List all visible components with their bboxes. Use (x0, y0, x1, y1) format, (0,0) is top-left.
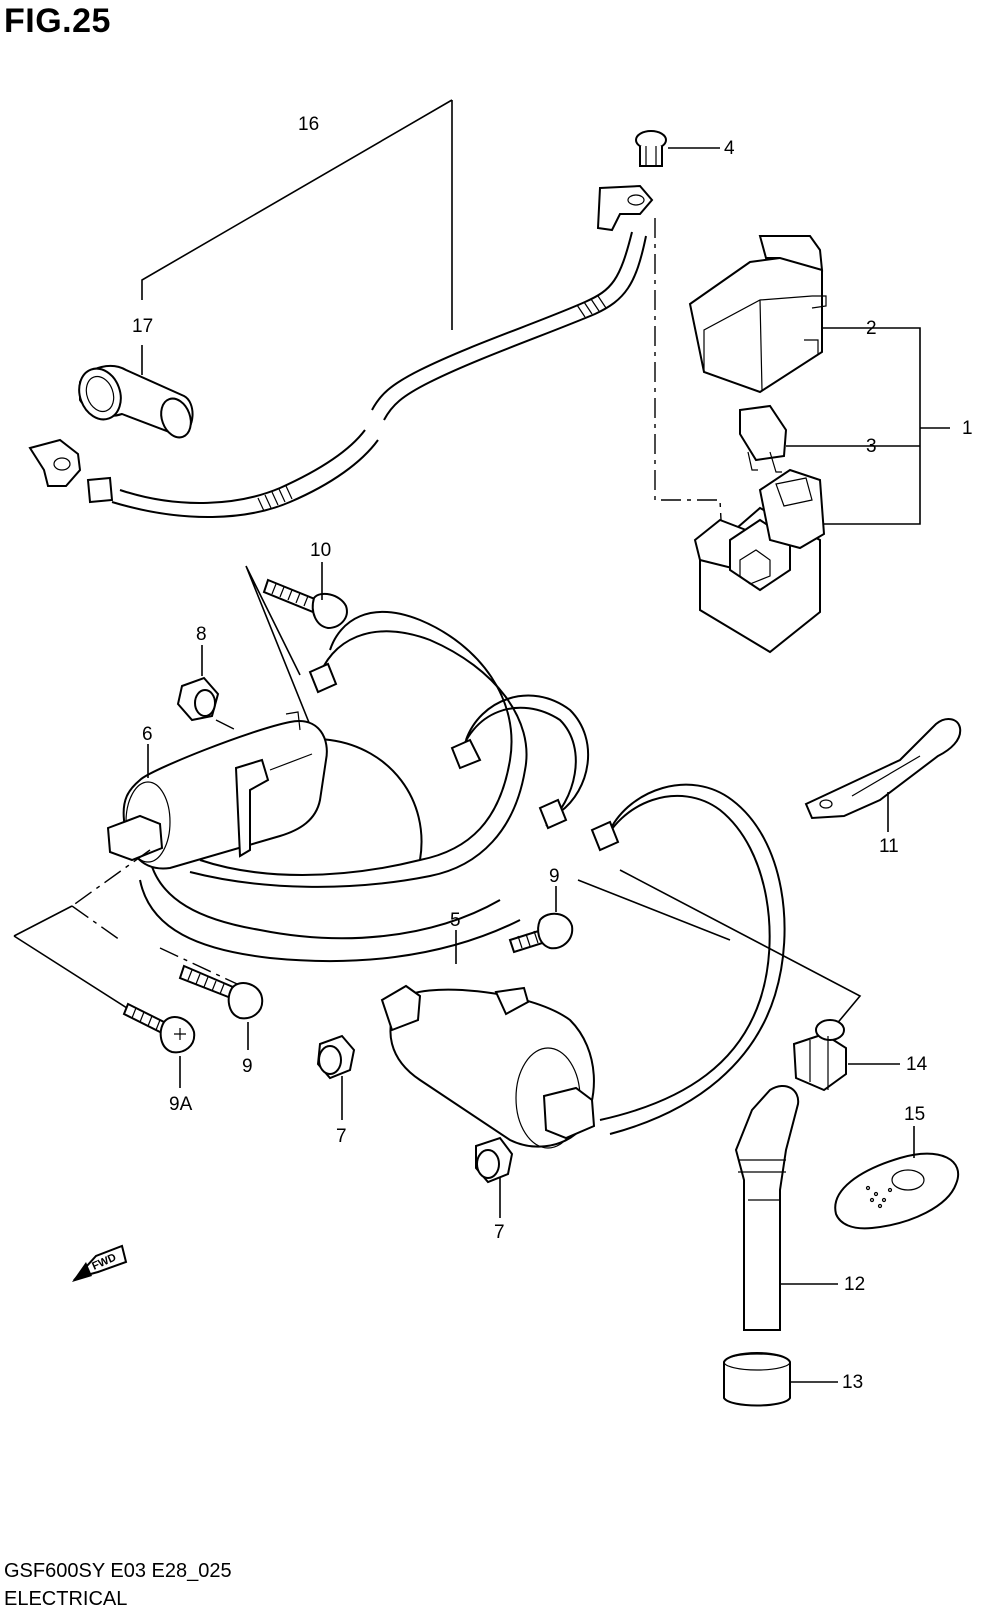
callout-6: 6 (142, 724, 153, 745)
callout-15: 15 (904, 1104, 925, 1125)
ignition-coil-wires[interactable] (139, 611, 786, 1135)
relay-cover[interactable] (688, 235, 827, 394)
section-name: ELECTRICAL (4, 1588, 128, 1610)
callout-3: 3 (866, 436, 877, 457)
bolt-4[interactable] (635, 130, 667, 167)
spacer-8[interactable] (176, 676, 220, 722)
battery-cable[interactable] (28, 184, 654, 518)
fuse[interactable] (739, 404, 788, 473)
callout-14: 14 (906, 1054, 928, 1075)
spark-plug-cover[interactable] (723, 1352, 791, 1407)
callout-10: 10 (310, 540, 331, 561)
callout-1: 1 (962, 418, 973, 439)
bolt-9-lower[interactable] (178, 964, 264, 1020)
starter-relay[interactable] (693, 468, 826, 654)
callout-11: 11 (879, 836, 899, 857)
ignition-coil-5[interactable] (380, 984, 596, 1149)
ignition-coil-6[interactable] (106, 711, 328, 870)
figure-title: FIG.25 (4, 2, 111, 40)
callout-4: 4 (724, 138, 735, 159)
grommet[interactable] (792, 1019, 847, 1092)
callout-2: 2 (866, 318, 877, 339)
callout-9A: 9A (169, 1094, 193, 1115)
bolt-9-upper[interactable] (508, 912, 574, 954)
callout-7-upper: 7 (336, 1126, 347, 1147)
callout-7-lower: 7 (494, 1222, 505, 1243)
spacer-7-upper[interactable] (316, 1034, 356, 1080)
terminal-cap[interactable] (72, 363, 196, 442)
callout-16: 16 (298, 114, 319, 135)
callout-9-lower: 9 (242, 1056, 253, 1077)
spark-plug-cap[interactable] (734, 1085, 800, 1331)
fwd-arrow-icon: FWD (72, 1244, 128, 1282)
callout-9-upper: 9 (549, 866, 560, 887)
callout-13: 13 (842, 1372, 863, 1393)
model-code: GSF600SY E03 E28_025 (4, 1560, 232, 1582)
callout-17: 17 (132, 316, 153, 337)
cover-pad[interactable] (834, 1152, 959, 1230)
strap[interactable] (804, 718, 962, 820)
bolt-9A[interactable] (122, 1002, 196, 1054)
callout-5: 5 (450, 910, 461, 931)
callout-8: 8 (196, 624, 207, 645)
spacer-7-lower[interactable] (475, 1136, 514, 1184)
callout-12: 12 (844, 1274, 865, 1295)
bolt-10[interactable] (262, 578, 348, 630)
